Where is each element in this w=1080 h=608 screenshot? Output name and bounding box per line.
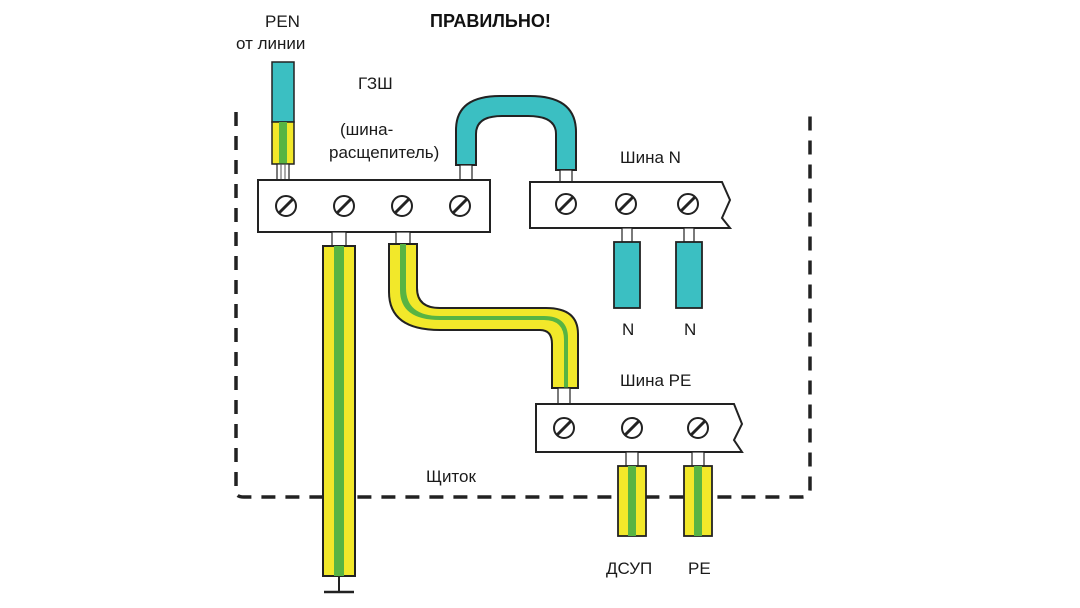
pen-from-line-label: от линии	[236, 34, 305, 53]
earth-conductor	[322, 231, 356, 594]
pe-link-conductor	[388, 231, 579, 405]
bus-n-screw-1	[555, 193, 577, 215]
bus-pe-screw-1	[553, 417, 575, 439]
jumper-tip-right	[559, 169, 573, 183]
title: ПРАВИЛЬНО!	[430, 11, 551, 31]
n-conductor-1	[613, 227, 641, 309]
gzsh-screw-3	[391, 195, 413, 217]
splitter-label-line1: (шина-	[340, 120, 393, 139]
pe-label: PE	[688, 559, 711, 578]
n-label-1: N	[622, 320, 634, 339]
bus-pe-label: Шина PE	[620, 371, 691, 390]
gzsh-screw-2	[333, 195, 355, 217]
splitter-label-line2: расщепитель)	[329, 143, 439, 162]
jumper-bridge	[455, 95, 577, 171]
bus-n-screw-3	[677, 193, 699, 215]
bus-pe	[535, 403, 744, 453]
bus-n	[529, 181, 733, 229]
dsup-label: ДСУП	[606, 559, 652, 578]
gzsh-label: ГЗШ	[358, 74, 393, 93]
bus-pe-screw-2	[621, 417, 643, 439]
pen-label: PEN	[265, 12, 300, 31]
n-conductor-2	[675, 227, 703, 309]
pe-conductor	[683, 451, 713, 537]
pen-cable	[271, 61, 295, 181]
dsup-conductor	[617, 451, 647, 537]
bus-n-screw-2	[615, 193, 637, 215]
jumper-tip-left	[459, 164, 473, 181]
gzsh-busbar	[257, 179, 491, 233]
gzsh-screw-1	[275, 195, 297, 217]
panel-label: Щиток	[426, 467, 476, 486]
bus-pe-screw-3	[687, 417, 709, 439]
bus-n-label: Шина N	[620, 148, 681, 167]
gzsh-screw-4	[449, 195, 471, 217]
n-label-2: N	[684, 320, 696, 339]
